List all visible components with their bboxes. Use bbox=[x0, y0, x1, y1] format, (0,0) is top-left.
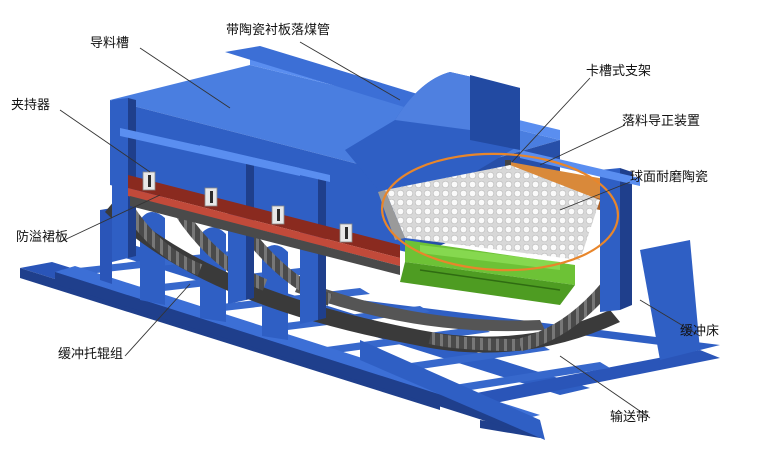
label-guide-trough: 导料槽 bbox=[90, 36, 129, 52]
label-buffer-idler: 缓冲托辊组 bbox=[58, 347, 123, 363]
label-impact-bed: 缓冲床 bbox=[680, 324, 719, 340]
label-guide-device: 落料导正装置 bbox=[622, 114, 700, 130]
label-clamp: 夹持器 bbox=[11, 98, 50, 114]
label-conveyor-belt: 输送带 bbox=[610, 410, 649, 426]
label-ceramic-chute: 带陶瓷衬板落煤管 bbox=[226, 23, 330, 39]
label-skirt-board: 防溢裙板 bbox=[16, 230, 68, 246]
label-slot-bracket: 卡槽式支架 bbox=[586, 64, 651, 80]
label-spherical-ceramic: 球面耐磨陶瓷 bbox=[630, 170, 708, 186]
